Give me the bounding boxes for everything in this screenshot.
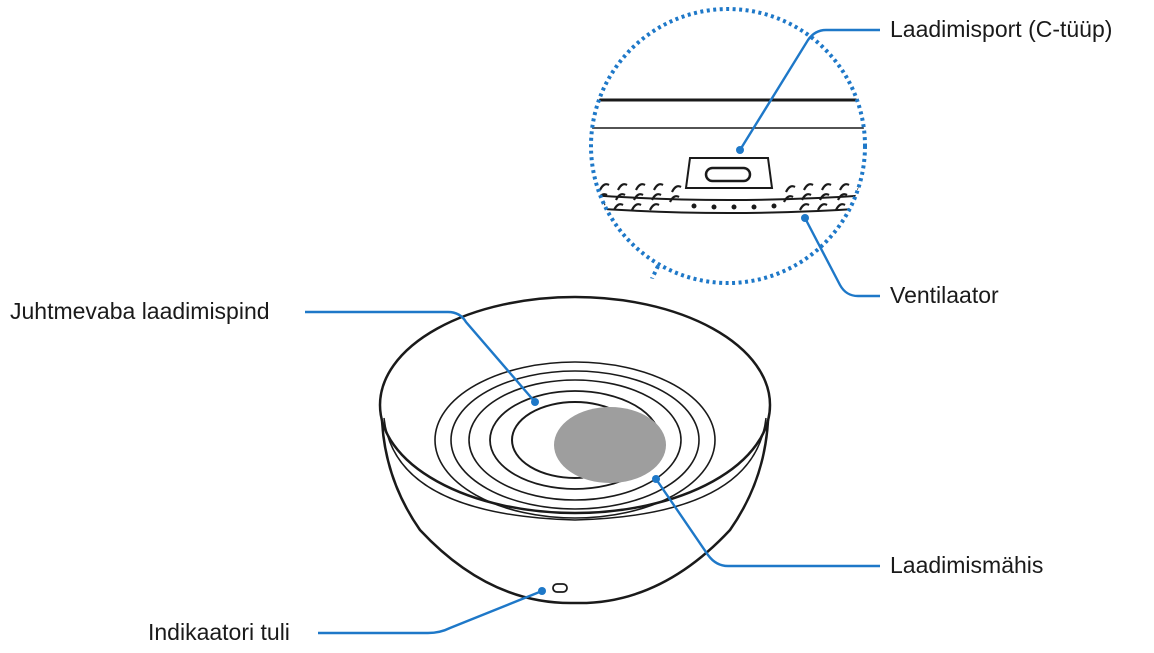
fan-dots <box>691 203 777 210</box>
zoom-circle-outline <box>589 7 867 285</box>
charging-pad <box>378 270 772 605</box>
pad-body-outline <box>380 394 770 605</box>
leader-line-fan <box>803 217 880 298</box>
label-wireless-surface: Juhtmevaba laadimispind <box>10 298 270 324</box>
leader-dots <box>531 146 809 595</box>
zoom-inset-contents <box>591 98 865 214</box>
pad-top-rim <box>378 295 772 515</box>
indicator-light <box>552 583 568 593</box>
label-fan: Ventilaator <box>890 282 999 308</box>
fan-vents-right <box>783 183 865 211</box>
leader-line-wireless-surface <box>305 310 536 403</box>
label-indicator-light: Indikaatori tuli <box>148 619 290 645</box>
charging-coil <box>554 407 666 483</box>
label-charging-coil: Laadimismähis <box>890 552 1044 578</box>
leader-line-charging-port <box>738 28 880 151</box>
usb-c-port-icon <box>704 166 752 183</box>
fan-vents-left <box>595 183 682 211</box>
leader-lines <box>305 28 880 635</box>
leader-line-charging-coil <box>655 478 880 568</box>
leader-line-indicator-light <box>318 589 543 635</box>
zoom-inset <box>589 7 867 301</box>
label-charging-port: Laadimisport (C-tüüp) <box>890 16 1113 42</box>
pad-rings <box>434 361 716 519</box>
